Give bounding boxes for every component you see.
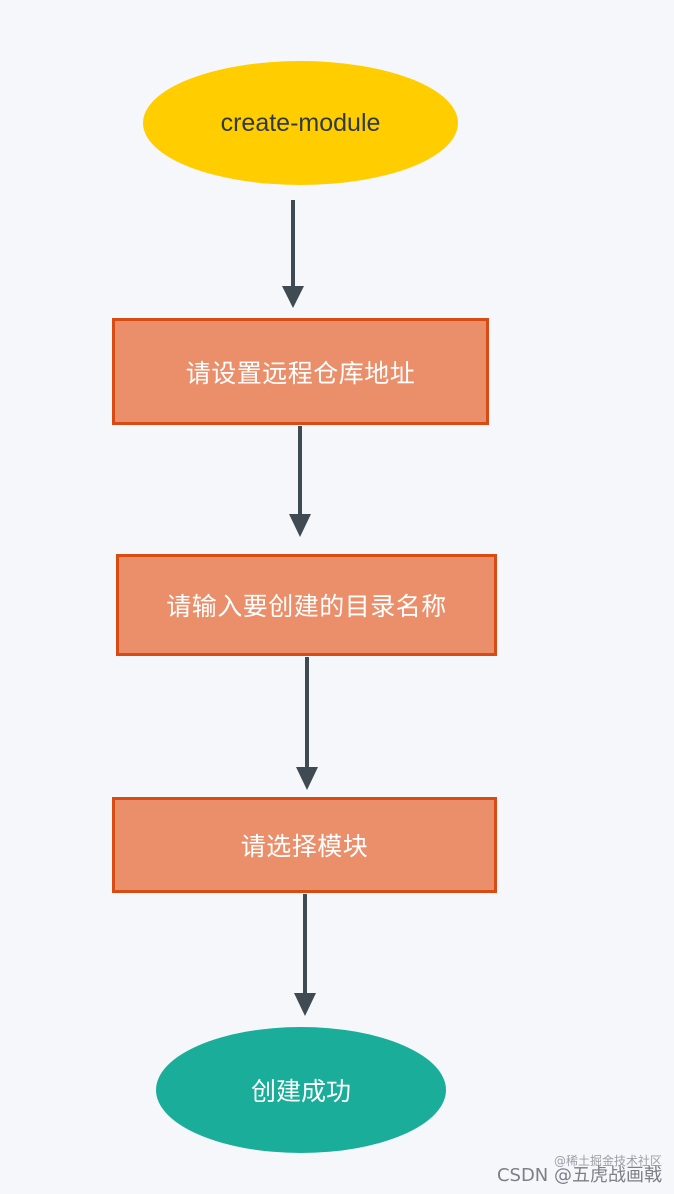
watermark-main: CSDN @五虎战画戟 xyxy=(496,1165,662,1187)
start-node: create-module xyxy=(143,61,458,185)
arrowhead-4 xyxy=(294,993,316,1016)
end-node-label: 创建成功 xyxy=(250,1077,351,1106)
arrowhead-1 xyxy=(282,286,304,308)
watermark: @稀土掘金技术社区 CSDN @五虎战画戟 xyxy=(496,1154,662,1187)
step-node-enter-directory-name: 请输入要创建的目录名称 xyxy=(116,554,497,656)
end-node: 创建成功 xyxy=(156,1027,446,1153)
step-node-set-remote-repo: 请设置远程仓库地址 xyxy=(112,318,489,425)
step-node-label: 请设置远程仓库地址 xyxy=(185,358,416,388)
step-node-select-module: 请选择模块 xyxy=(112,797,497,893)
step-node-label: 请选择模块 xyxy=(240,832,369,861)
arrowhead-3 xyxy=(296,767,318,790)
arrowhead-2 xyxy=(289,514,311,537)
step-node-label: 请输入要创建的目录名称 xyxy=(166,592,447,621)
start-node-label: create-module xyxy=(220,108,381,137)
watermark-sub: @稀土掘金技术社区 xyxy=(553,1154,662,1169)
